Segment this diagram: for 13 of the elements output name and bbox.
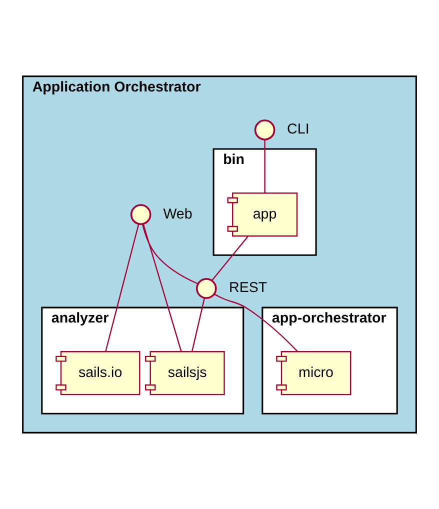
connector: [264, 140, 266, 193]
connector: [142, 224, 198, 284]
node-circle: [196, 278, 217, 299]
connector: [142, 224, 182, 352]
node-circle: [254, 120, 276, 140]
node-label: CLI: [287, 122, 310, 138]
node-label: REST: [229, 280, 268, 296]
connector: [212, 236, 249, 281]
connector: [191, 298, 206, 352]
connector: [214, 294, 298, 352]
node-label: Web: [163, 206, 192, 222]
node-circle: [130, 204, 152, 225]
connector: [105, 224, 140, 352]
